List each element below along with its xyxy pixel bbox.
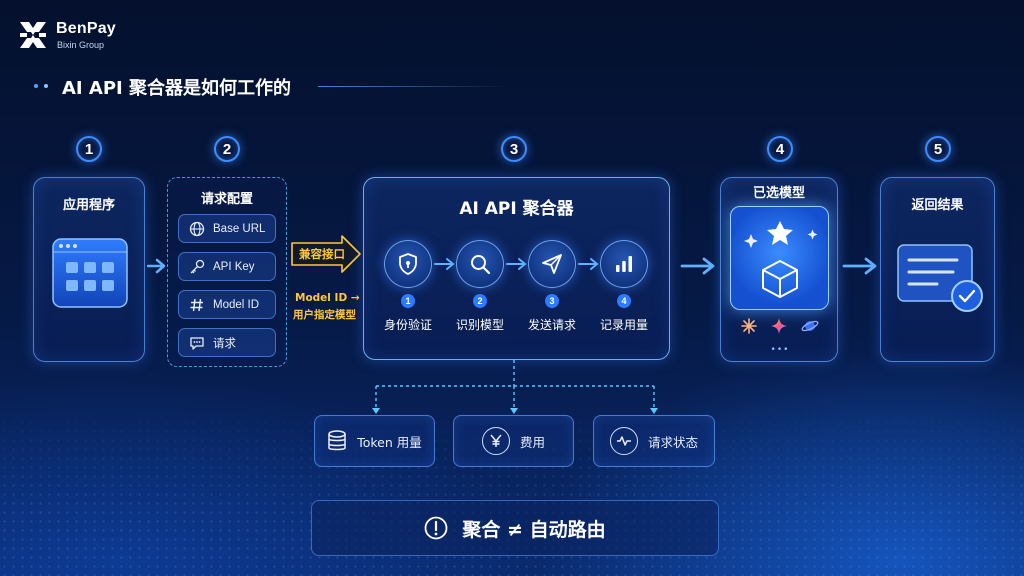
arrow-right-icon	[680, 257, 715, 275]
compat-note-line1: Model ID →	[295, 292, 360, 304]
gemini-star-icon	[771, 318, 787, 334]
step-number-4: 4	[767, 136, 793, 162]
aggregator-title: AI API 聚合器	[459, 199, 574, 219]
output-label: Token 用量	[357, 434, 422, 450]
identify-step-circle	[456, 240, 504, 288]
request-item-label: 请求	[213, 337, 236, 350]
alert-circle-icon	[425, 516, 448, 540]
title-underline	[318, 86, 508, 87]
request-config-title: 请求配置	[200, 192, 253, 207]
title-dot	[34, 84, 38, 88]
step-number-3: 3	[501, 136, 527, 162]
step-number-2: 2	[214, 136, 240, 162]
output-label: 请求状态	[647, 434, 698, 450]
yen-icon	[481, 427, 510, 455]
arrow-right-icon	[434, 258, 455, 270]
substep-number: 2	[473, 294, 487, 308]
document-check-icon	[897, 244, 983, 312]
substep-number: 3	[545, 294, 559, 308]
substep-label: 发送请求	[527, 318, 576, 332]
brand-name: BenPay	[56, 20, 116, 37]
output-cost: 费用	[453, 415, 574, 467]
substep-label: 识别模型	[455, 318, 504, 332]
search-icon	[471, 255, 491, 275]
request-item-request: 请求	[178, 328, 276, 357]
send-step-circle	[528, 240, 576, 288]
sparkle-icon	[741, 318, 757, 334]
result-title: 返回结果	[911, 198, 964, 213]
title-dot	[44, 84, 48, 88]
result-panel: 返回结果	[880, 177, 995, 362]
aggregator-panel: AI API 聚合器 1 2 3 4 身份验证 识别模型 发送请求 记录用量	[363, 177, 670, 360]
globe-icon	[189, 221, 205, 236]
bar-chart-icon	[616, 256, 632, 272]
output-connectors	[372, 360, 658, 414]
chat-icon	[190, 336, 204, 350]
request-item-api-key: API Key	[178, 252, 276, 281]
pulse-icon	[609, 427, 638, 455]
request-item-model-id: Model ID	[178, 290, 276, 319]
selected-model-title: 已选模型	[752, 186, 805, 201]
application-panel: 应用程序	[33, 177, 145, 362]
arrow-right-icon	[147, 258, 166, 274]
more-models-indicator: •••	[770, 345, 790, 355]
substep-label: 记录用量	[599, 318, 648, 332]
usage-step-circle	[600, 240, 648, 288]
output-token-usage: Token 用量	[314, 415, 435, 467]
step-number-1: 1	[76, 136, 102, 162]
database-icon	[328, 430, 346, 451]
app-window-icon	[52, 238, 128, 308]
substep-number: 4	[617, 294, 631, 308]
send-icon	[542, 254, 562, 274]
arrow-right-icon	[578, 258, 599, 270]
request-item-label: Base URL	[213, 222, 266, 235]
footer-note: 聚合 ≠ 自动路由	[311, 500, 719, 556]
key-icon	[190, 259, 205, 273]
arrow-right-icon	[506, 258, 527, 270]
shield-icon	[399, 253, 417, 275]
auth-step-circle	[384, 240, 432, 288]
footer-text: 聚合 ≠ 自动路由	[462, 518, 606, 541]
substep-number: 1	[401, 294, 415, 308]
compat-note-line2: 用户指定模型	[293, 309, 356, 321]
brand-subtitle: Bixin Group	[57, 40, 105, 50]
request-item-base-url: Base URL	[178, 214, 276, 243]
selected-model-panel: 已选模型 •••	[720, 177, 838, 362]
output-label: 费用	[519, 434, 545, 450]
compat-label: 兼容接口	[299, 247, 345, 261]
request-item-label: API Key	[213, 260, 255, 273]
hash-icon	[190, 298, 203, 311]
output-request-status: 请求状态	[593, 415, 715, 467]
arrow-right-icon	[842, 257, 877, 275]
page-title: AI API 聚合器是如何工作的	[62, 78, 291, 99]
cube-icon	[744, 221, 818, 298]
application-title: 应用程序	[62, 198, 115, 213]
benpay-logo-icon	[20, 22, 46, 48]
step-number-5: 5	[925, 136, 951, 162]
planet-icon	[801, 320, 819, 332]
model-card	[730, 206, 829, 310]
substep-label: 身份验证	[383, 318, 432, 332]
request-item-label: Model ID	[213, 298, 260, 311]
compat-arrow-icon	[291, 235, 361, 273]
request-config-panel: 请求配置 Base URL API Key Model ID 请求	[167, 177, 287, 367]
